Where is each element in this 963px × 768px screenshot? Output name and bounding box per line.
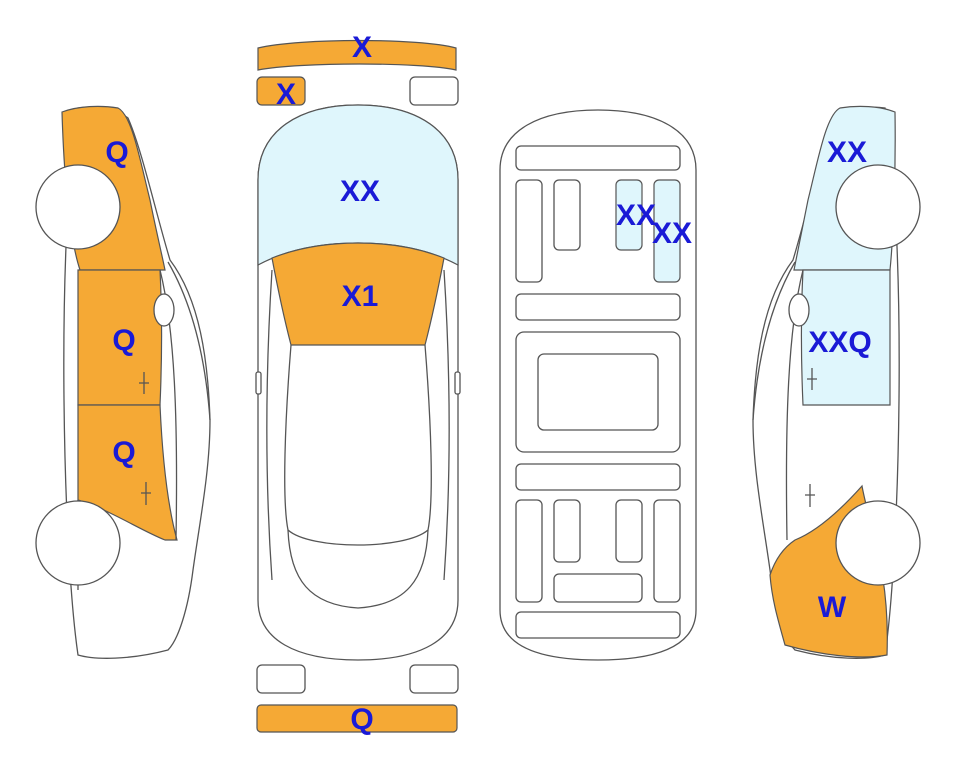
rear-bumper-damage[interactable] [256, 704, 458, 733]
right-rear-wheel [835, 500, 921, 586]
underbody-cross-1 [515, 293, 681, 321]
left-side-glass-line [266, 269, 273, 581]
underbody-rear-right [653, 499, 681, 603]
left-front-wheel [35, 164, 121, 250]
left-side-window-line [167, 261, 211, 421]
rear-left-light [256, 664, 306, 694]
underbody-rear-cross [553, 573, 643, 603]
right-front-door-damage[interactable] [800, 269, 891, 406]
right-front-wheel [835, 164, 921, 250]
left-front-fender-label: Q [105, 136, 128, 169]
right-mirror [788, 293, 810, 327]
underbody-rear-left [515, 499, 543, 603]
front-left-light-damage[interactable] [256, 76, 306, 106]
left-mirror-top [255, 371, 262, 395]
front-left-light-label: X [276, 78, 296, 111]
left-rear-wheel [35, 500, 121, 586]
right-mirror-top [454, 371, 461, 395]
underbody-rear-rail [515, 611, 681, 639]
windshield-label: X1 [342, 280, 379, 313]
roof-panel-a-damage[interactable] [615, 179, 643, 251]
right-rear-quarter-label: W [818, 591, 847, 624]
right-front-fender-label: XX [827, 136, 867, 169]
roof-outline [284, 344, 432, 546]
rear-right-light [409, 664, 459, 694]
underbody-cross-2 [515, 463, 681, 491]
hood-label: XX [340, 175, 380, 208]
left-front-door-label: Q [112, 324, 135, 357]
underbody-view: XX XX [499, 109, 697, 661]
right-side-glass-line [443, 269, 450, 581]
front-bumper-damage[interactable] [257, 39, 457, 71]
underbody-inner-left [553, 179, 581, 251]
top-view: X X XX X1 Q [255, 31, 461, 736]
rear-window-outline [287, 529, 429, 609]
roof-panel-b-damage[interactable] [653, 179, 681, 283]
underbody-left-member [515, 179, 543, 283]
roof-panel-b-label: XX [652, 217, 692, 250]
right-side-view: XX XXQ W [752, 105, 921, 659]
underbody-rear-inner-right [615, 499, 643, 563]
left-rear-door-label: Q [112, 436, 135, 469]
underbody-rear-inner-left [553, 499, 581, 563]
roof-panel-a-label: XX [616, 199, 656, 232]
underbody-front-rail [515, 145, 681, 171]
underbody-center-panel [537, 353, 659, 431]
left-front-door-handle [139, 372, 149, 394]
rear-bumper-label: Q [350, 703, 373, 736]
left-side-view: Q Q Q [35, 105, 211, 659]
windshield-damage[interactable] [271, 242, 445, 346]
front-bumper-label: X [352, 31, 372, 64]
left-rear-door-handle [141, 482, 151, 505]
right-rear-door-handle [805, 484, 815, 507]
front-right-light [409, 76, 459, 106]
right-side-window-line [752, 261, 796, 421]
left-mirror [153, 293, 175, 327]
right-front-door-label: XXQ [808, 326, 871, 359]
right-front-door-handle [807, 368, 817, 390]
